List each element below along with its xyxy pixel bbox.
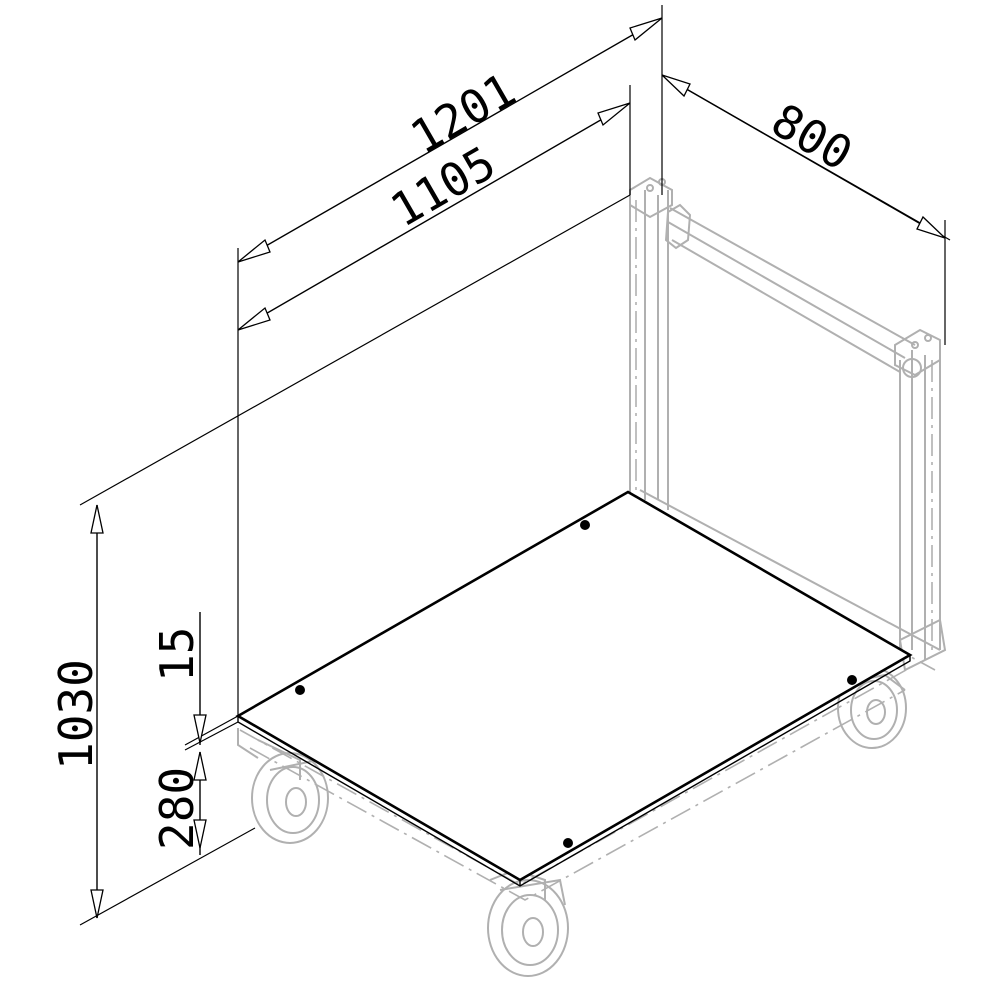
dimension-platform-height: 280 — [150, 751, 207, 855]
width-label: 800 — [763, 93, 862, 181]
dimension-platform-thickness: 15 — [150, 612, 207, 745]
dimension-width: 800 — [661, 74, 946, 239]
chassis-ghost — [237, 664, 916, 901]
platform-hole — [563, 838, 573, 848]
platform-hole — [580, 520, 590, 530]
platform-thickness-label: 15 — [150, 627, 204, 682]
dimension-length-outer: 1201 — [237, 17, 663, 263]
height-total-label: 1030 — [49, 659, 103, 770]
dimension-height-total: 1030 — [49, 504, 104, 919]
platform-height-label: 280 — [150, 767, 204, 850]
wheel-front-right — [487, 868, 569, 977]
platform — [235, 490, 913, 887]
platform-hole — [847, 675, 857, 685]
platform-hole — [295, 685, 305, 695]
